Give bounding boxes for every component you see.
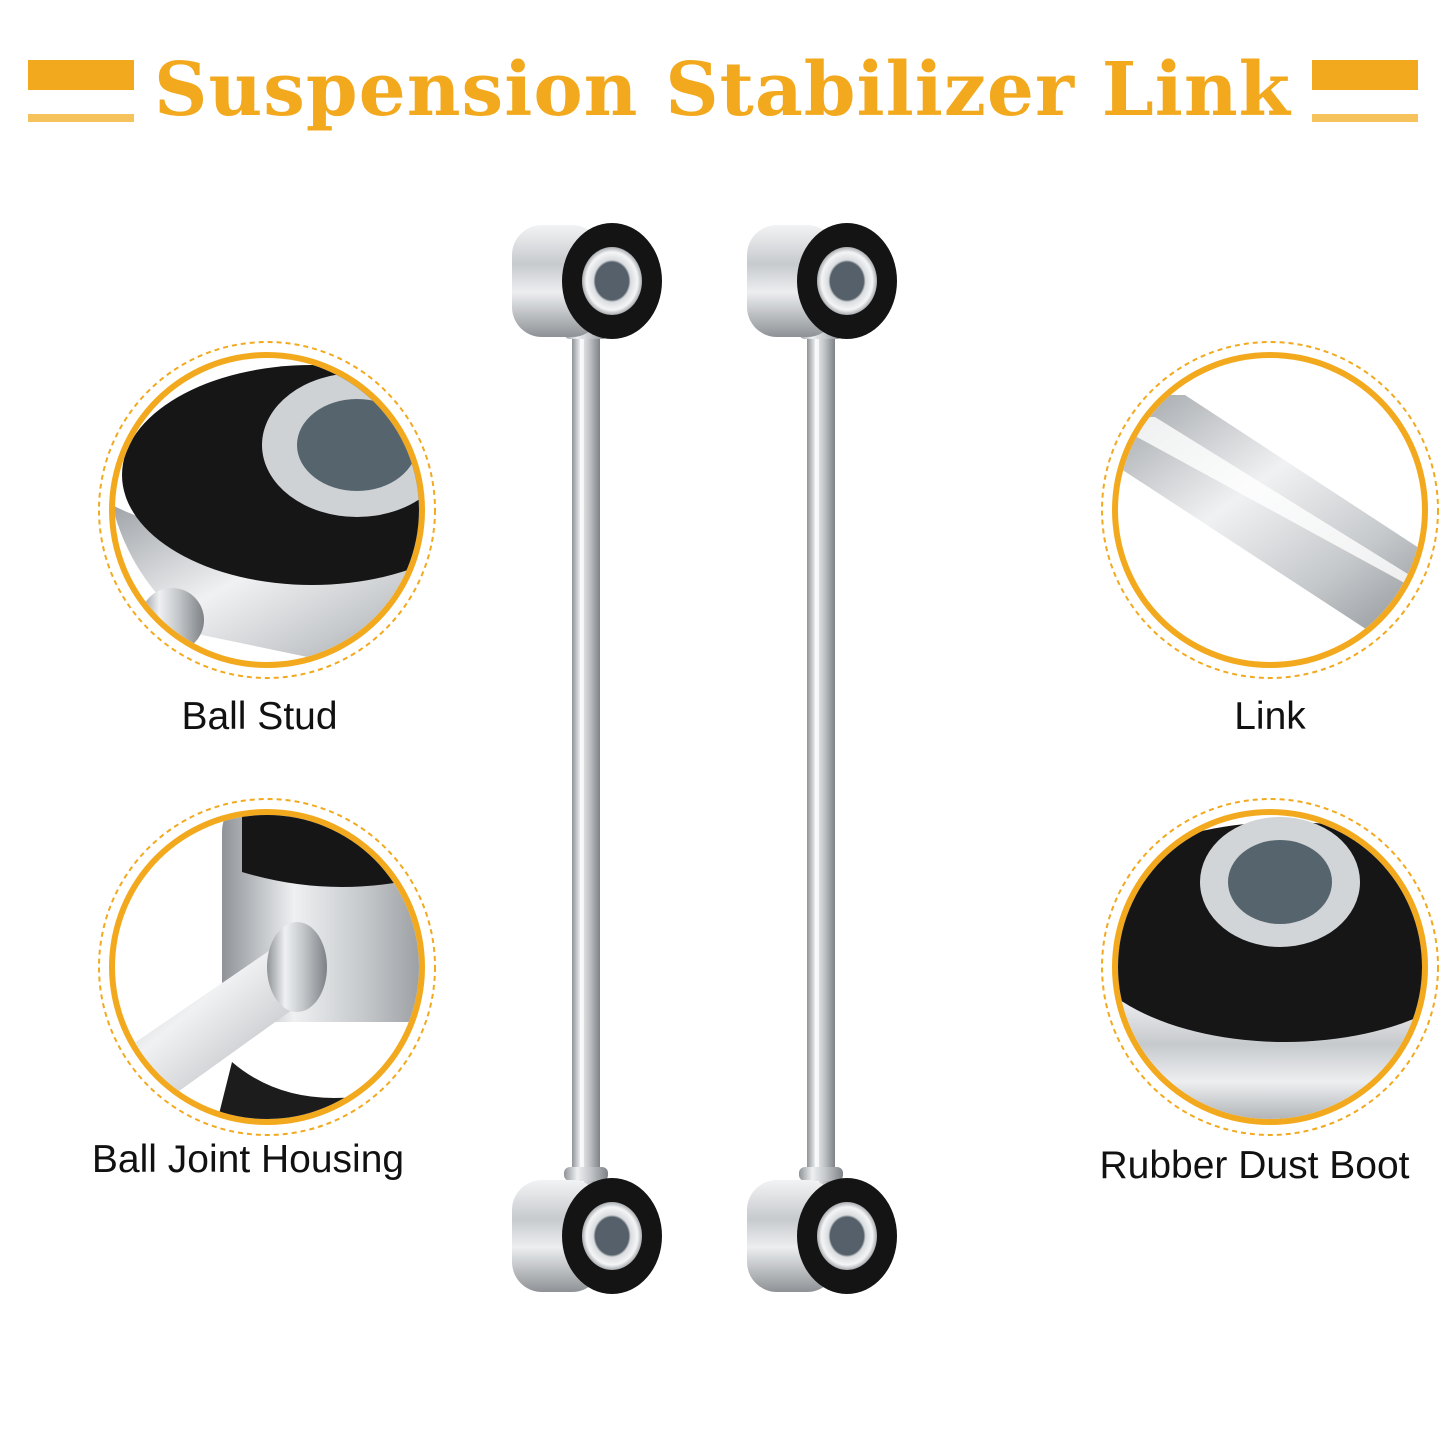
- link-rod: [807, 330, 835, 1200]
- callout-label-ball-joint-housing: Ball Joint Housing: [91, 1138, 405, 1181]
- ball-joint-housing-closeup-icon: [98, 798, 436, 1136]
- link-rod: [572, 330, 600, 1200]
- bottom-ball-joint: [512, 1178, 662, 1294]
- ball-stud-closeup-icon: [98, 341, 436, 679]
- callout-label-link: Link: [1234, 695, 1306, 738]
- link-rod-closeup-icon: [1101, 341, 1439, 679]
- title-deco-right: [1312, 60, 1418, 122]
- callout-label-ball-stud: Ball Stud: [181, 695, 338, 738]
- top-ball-joint: [512, 223, 662, 339]
- bottom-ball-joint: [747, 1178, 897, 1294]
- title-deco-left: [28, 60, 134, 122]
- stabilizer-link-right: [747, 223, 897, 1294]
- rubber-dust-boot-closeup-icon: [1101, 798, 1439, 1136]
- top-ball-joint: [747, 223, 897, 339]
- callout-label-rubber-dust-boot: Rubber Dust Boot: [1099, 1144, 1410, 1187]
- page-title: Suspension Stabilizer Link: [154, 47, 1291, 133]
- stabilizer-link-left: [512, 223, 662, 1294]
